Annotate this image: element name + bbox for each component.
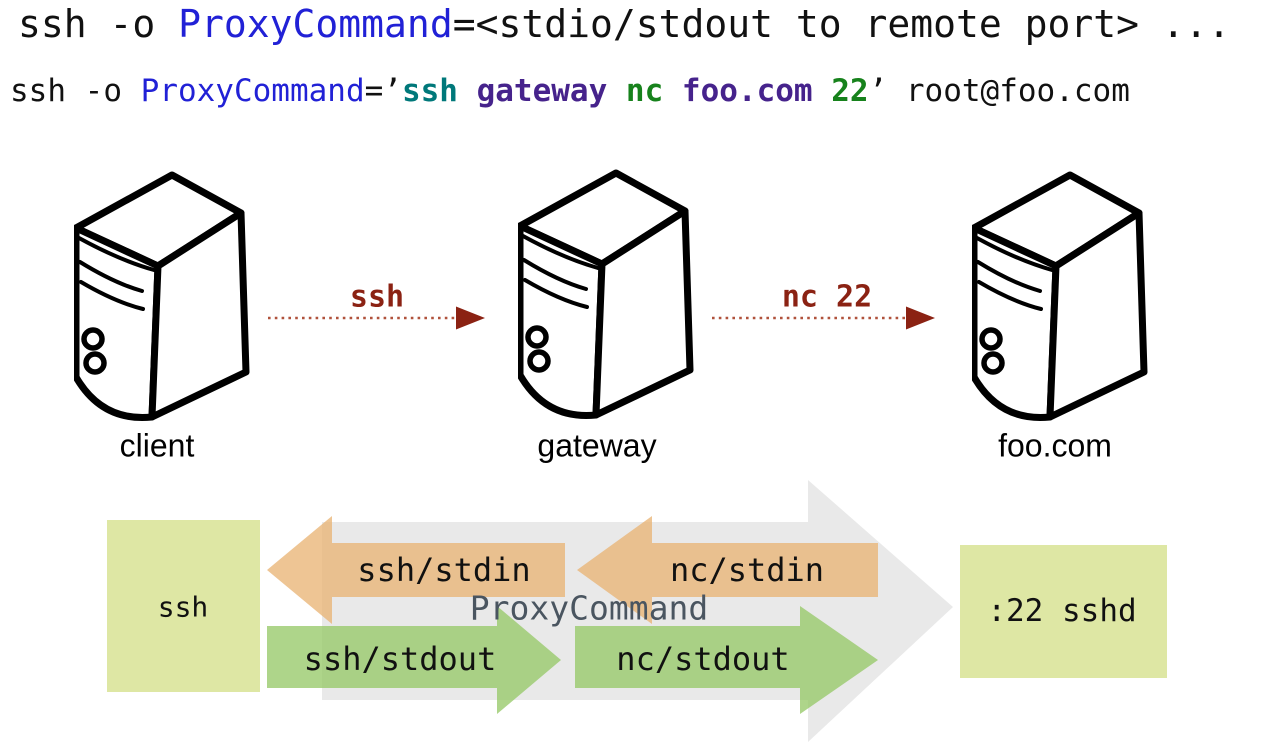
remote-process-box	[960, 545, 1167, 678]
stdout-arrow-ssh	[267, 606, 561, 714]
client-process-label: ssh	[157, 590, 209, 624]
connection-label-nc22: nc 22	[781, 279, 873, 315]
proxycommand-keyword: ProxyCommand	[140, 73, 365, 109]
cmd-example-suffix: ’ root@foo.com	[868, 73, 1130, 109]
stdout-arrow-nc	[575, 606, 878, 714]
inner-gateway-host: gateway	[476, 73, 626, 109]
server-icon-gateway	[520, 173, 690, 416]
stdin-arrow-ssh	[267, 516, 565, 624]
stdin-label-ssh: ssh/stdin	[357, 551, 531, 589]
stdin-label-nc: nc/stdin	[669, 551, 825, 589]
inner-target-host: foo.com	[681, 73, 832, 109]
server-label-gateway: gateway	[537, 427, 657, 464]
cmd-example-prefix: ssh -o	[10, 73, 141, 109]
cmd-generic-suffix: =<stdio/stdout to remote port> ...	[452, 2, 1231, 46]
command-generic-line: ssh -o ProxyCommand=<stdio/stdout to rem…	[18, 2, 1231, 46]
connection-label-ssh: ssh	[349, 279, 405, 315]
server-label-foo: foo.com	[998, 427, 1112, 464]
cmd-generic-prefix: ssh -o	[18, 2, 179, 46]
client-process-box	[107, 520, 260, 692]
inner-ssh: ssh	[401, 73, 477, 109]
stdout-label-nc: nc/stdout	[616, 640, 790, 678]
stdin-arrow-nc	[577, 516, 878, 624]
command-example-line: ssh -o ProxyCommand=’ssh gateway nc foo.…	[10, 72, 1130, 110]
proxycommand-arrow-label: ProxyCommand	[469, 588, 709, 628]
inner-port: 22	[831, 73, 869, 109]
proxycommand-keyword: ProxyCommand	[178, 2, 453, 46]
remote-process-label: :22 sshd	[987, 593, 1137, 629]
nc-connection-arrowhead	[906, 306, 935, 330]
server-label-client: client	[119, 427, 195, 464]
server-icon-foo	[974, 175, 1144, 418]
inner-nc: nc	[625, 73, 682, 109]
ssh-connection-arrowhead	[456, 306, 485, 330]
server-icon-client	[76, 175, 246, 418]
stdout-label-ssh: ssh/stdout	[303, 640, 497, 678]
equals-quote: =’	[364, 73, 402, 109]
